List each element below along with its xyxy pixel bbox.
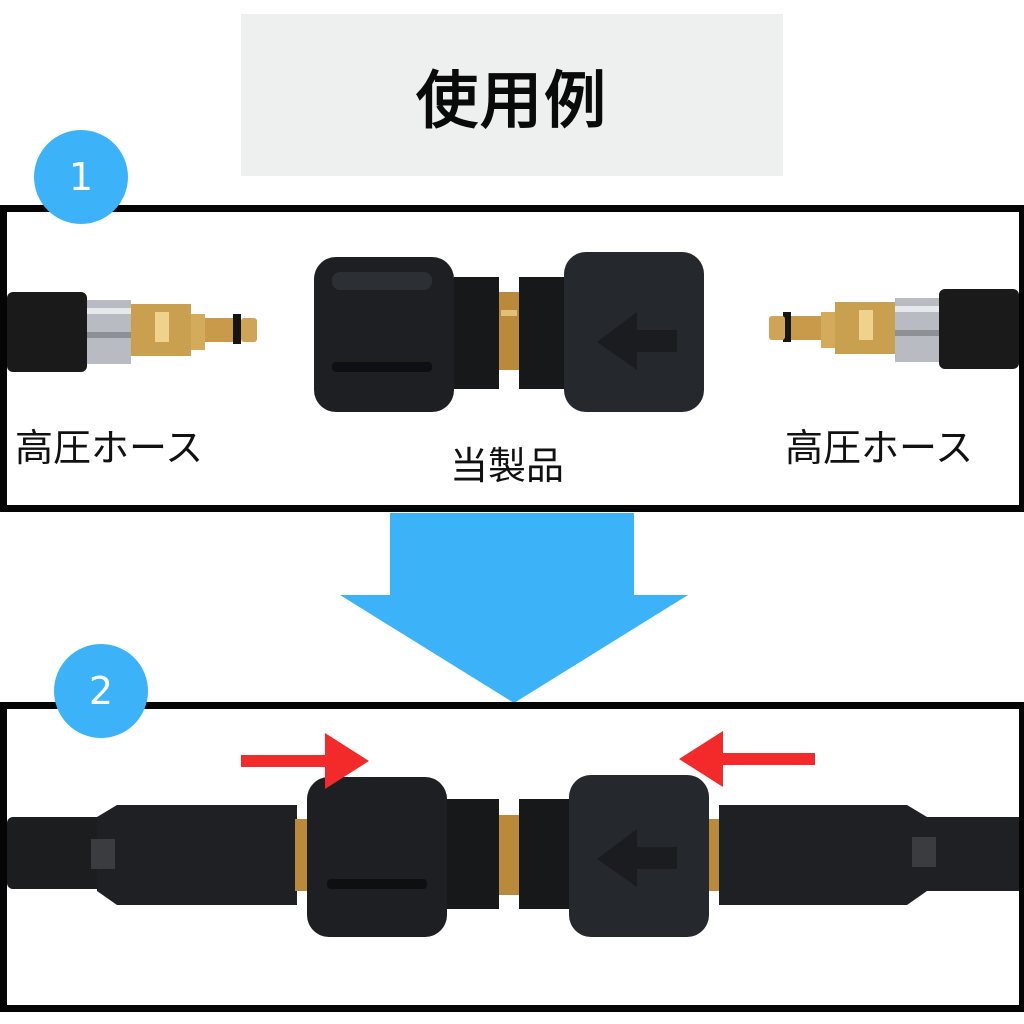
right-hose-label: 高圧ホース [785,426,974,470]
step-2-panel [0,702,1024,1012]
step-badge-1: 1 [34,130,128,224]
step-number: 2 [88,669,114,713]
step-2-illustration [7,775,1019,937]
left-hose-label: 高圧ホース [15,426,204,470]
step-badge-2: 2 [54,644,148,738]
product-label: 当製品 [450,444,565,488]
left-arrow-icon [677,731,817,787]
step-1-panel: 高圧ホース 当製品 高圧ホース [0,205,1024,512]
title-banner: 使用例 [241,14,783,176]
down-arrow-icon [336,513,692,703]
left-hose-image [7,292,257,372]
right-hose-image [769,289,1019,369]
right-arrow-icon [241,733,371,789]
page-title: 使用例 [415,64,608,137]
step-number: 1 [68,155,94,199]
product-image [314,252,704,412]
step-1-illustration [7,252,1019,412]
